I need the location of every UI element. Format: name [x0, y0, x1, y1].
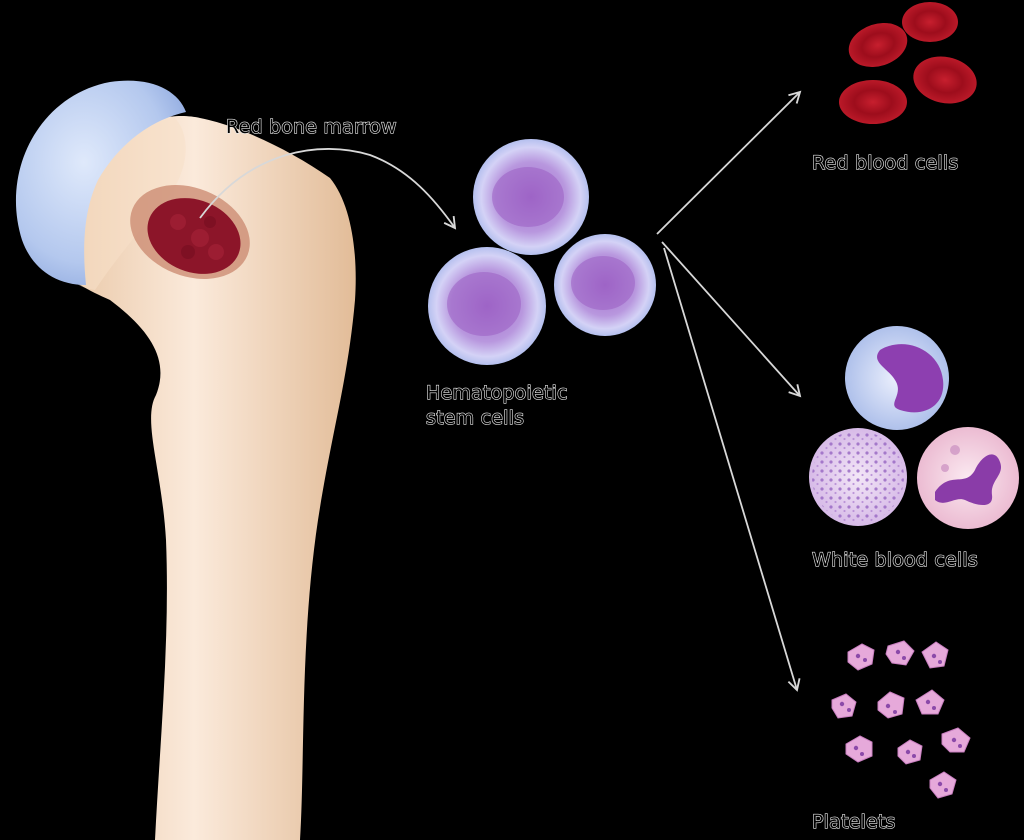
arrow-to-red-cells	[656, 90, 802, 235]
platelet	[929, 771, 957, 799]
label-red-bone-marrow: Red bone marrow	[225, 115, 397, 138]
cartilage-cap	[15, 80, 187, 285]
label-stem-cells: Hematopoietic stem cells	[425, 381, 626, 431]
marrow-patch	[130, 185, 250, 279]
label-stem-cells-line1: Hematopoietic	[425, 381, 568, 404]
platelet	[831, 693, 857, 719]
stem-cell-cluster	[428, 139, 656, 365]
arrow-to-platelets	[663, 247, 801, 692]
arrow-marrow-to-stem	[199, 148, 457, 230]
platelet	[941, 727, 971, 753]
label-platelets: Platelets	[811, 810, 896, 833]
arrow-to-white-cells	[661, 241, 802, 398]
red-blood-cell	[913, 56, 977, 104]
white-blood-cell-basophil	[809, 428, 907, 526]
platelet	[845, 735, 873, 763]
stem-cell	[473, 139, 589, 255]
red-blood-cell	[848, 22, 908, 68]
platelet	[897, 739, 923, 765]
platelet	[847, 643, 875, 671]
red-blood-cell	[902, 2, 958, 42]
branch-arrows	[656, 90, 802, 692]
platelet	[877, 691, 905, 719]
platelet	[915, 689, 945, 715]
white-blood-cell-neutrophil	[917, 427, 1019, 529]
label-stem-cells-line2: stem cells	[425, 406, 525, 429]
label-red-blood-cells: Red blood cells	[811, 151, 959, 174]
stem-cell	[428, 247, 546, 365]
red-blood-cell	[839, 80, 907, 124]
platelet	[885, 640, 915, 666]
white-blood-cells-group	[809, 326, 1019, 529]
red-blood-cells-group	[839, 2, 977, 124]
label-white-blood-cells: White blood cells	[811, 548, 978, 571]
stem-cell	[554, 234, 656, 336]
platelets-group	[831, 640, 971, 799]
femur-bone	[56, 116, 356, 840]
platelet	[921, 641, 949, 669]
white-blood-cell-lymphocyte	[845, 326, 949, 430]
